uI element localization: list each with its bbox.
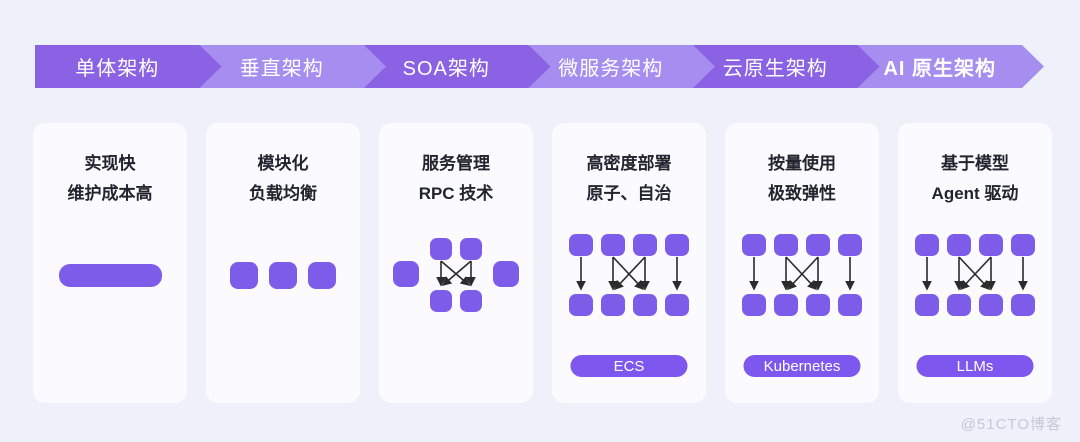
card-title-line1: 基于模型 [941, 154, 1009, 173]
card-title: 模块化 负载均衡 [206, 149, 360, 209]
card-title: 实现快 维护成本高 [33, 149, 187, 209]
card-microservice: 高密度部署 原子、自治 [552, 123, 706, 403]
card-ai-native: 基于模型 Agent 驱动 [898, 123, 1052, 403]
card-title-line2: Agent 驱动 [931, 184, 1019, 203]
stage-cards: 实现快 维护成本高 模块化 负载均衡 服务管理 RPC 技术 [33, 123, 1052, 403]
card-title: 按量使用 极致弹性 [725, 149, 879, 209]
mesh-topology-diagram [725, 234, 879, 316]
card-soa: 服务管理 RPC 技术 [379, 123, 533, 403]
card-title-line1: 高密度部署 [586, 154, 672, 173]
module-block [269, 261, 297, 289]
single-block-diagram [33, 234, 187, 316]
stage-chevron-ai-native: AI 原生架构 [858, 45, 1045, 88]
module-block [308, 261, 336, 289]
card-title-line1: 实现快 [84, 154, 136, 173]
stage-label: 垂直架构 [239, 58, 324, 80]
stage-label: 单体架构 [75, 58, 160, 80]
card-title-line1: 模块化 [257, 154, 309, 173]
stage-banner: 单体架构 垂直架构 SOA架构 微服务架构 云原生架构 AI 原生架构 [35, 45, 1044, 88]
stage-label: 云原生架构 [722, 58, 828, 80]
stage-chevron-vertical: 垂直架构 [200, 45, 387, 88]
stage-chevron-monolithic: 单体架构 [35, 45, 222, 88]
card-title-line2: 负载均衡 [249, 184, 317, 203]
card-title-line2: 维护成本高 [67, 184, 153, 203]
card-title-line1: 按量使用 [768, 154, 836, 173]
mesh-topology-diagram [552, 234, 706, 316]
stage-chevron-microservice: 微服务架构 [529, 45, 716, 88]
card-title-line1: 服务管理 [422, 154, 490, 173]
card-cloudnative: 按量使用 极致弹性 [725, 123, 879, 403]
card-title: 基于模型 Agent 驱动 [898, 149, 1052, 209]
mesh-topology-diagram [898, 234, 1052, 316]
module-block [230, 261, 258, 289]
watermark: @51CTO博客 [960, 416, 1062, 433]
card-monolithic: 实现快 维护成本高 [33, 123, 187, 403]
tech-badge: LLMs [916, 355, 1034, 377]
tech-badge: Kubernetes [743, 355, 861, 377]
three-blocks-diagram [206, 234, 360, 316]
monolith-block [58, 263, 162, 287]
tech-badge: ECS [570, 355, 688, 377]
card-vertical: 模块化 负载均衡 [206, 123, 360, 403]
stage-label: AI 原生架构 [883, 58, 997, 80]
card-title: 服务管理 RPC 技术 [379, 149, 533, 209]
soa-topology-diagram [379, 234, 533, 316]
stage-chevron-cloudnative: 云原生架构 [693, 45, 880, 88]
mesh-topology-svg [915, 234, 1035, 316]
card-title-line2: 原子、自治 [586, 184, 672, 203]
stage-label: 微服务架构 [558, 58, 664, 80]
stage-label: SOA架构 [402, 58, 490, 80]
mesh-topology-svg [569, 234, 689, 316]
card-title: 高密度部署 原子、自治 [552, 149, 706, 209]
card-title-line2: 极致弹性 [768, 184, 836, 203]
mesh-topology-svg [742, 234, 862, 316]
card-title-line2: RPC 技术 [418, 184, 494, 203]
stage-chevron-soa: SOA架构 [364, 45, 551, 88]
soa-topology-svg [393, 238, 519, 312]
